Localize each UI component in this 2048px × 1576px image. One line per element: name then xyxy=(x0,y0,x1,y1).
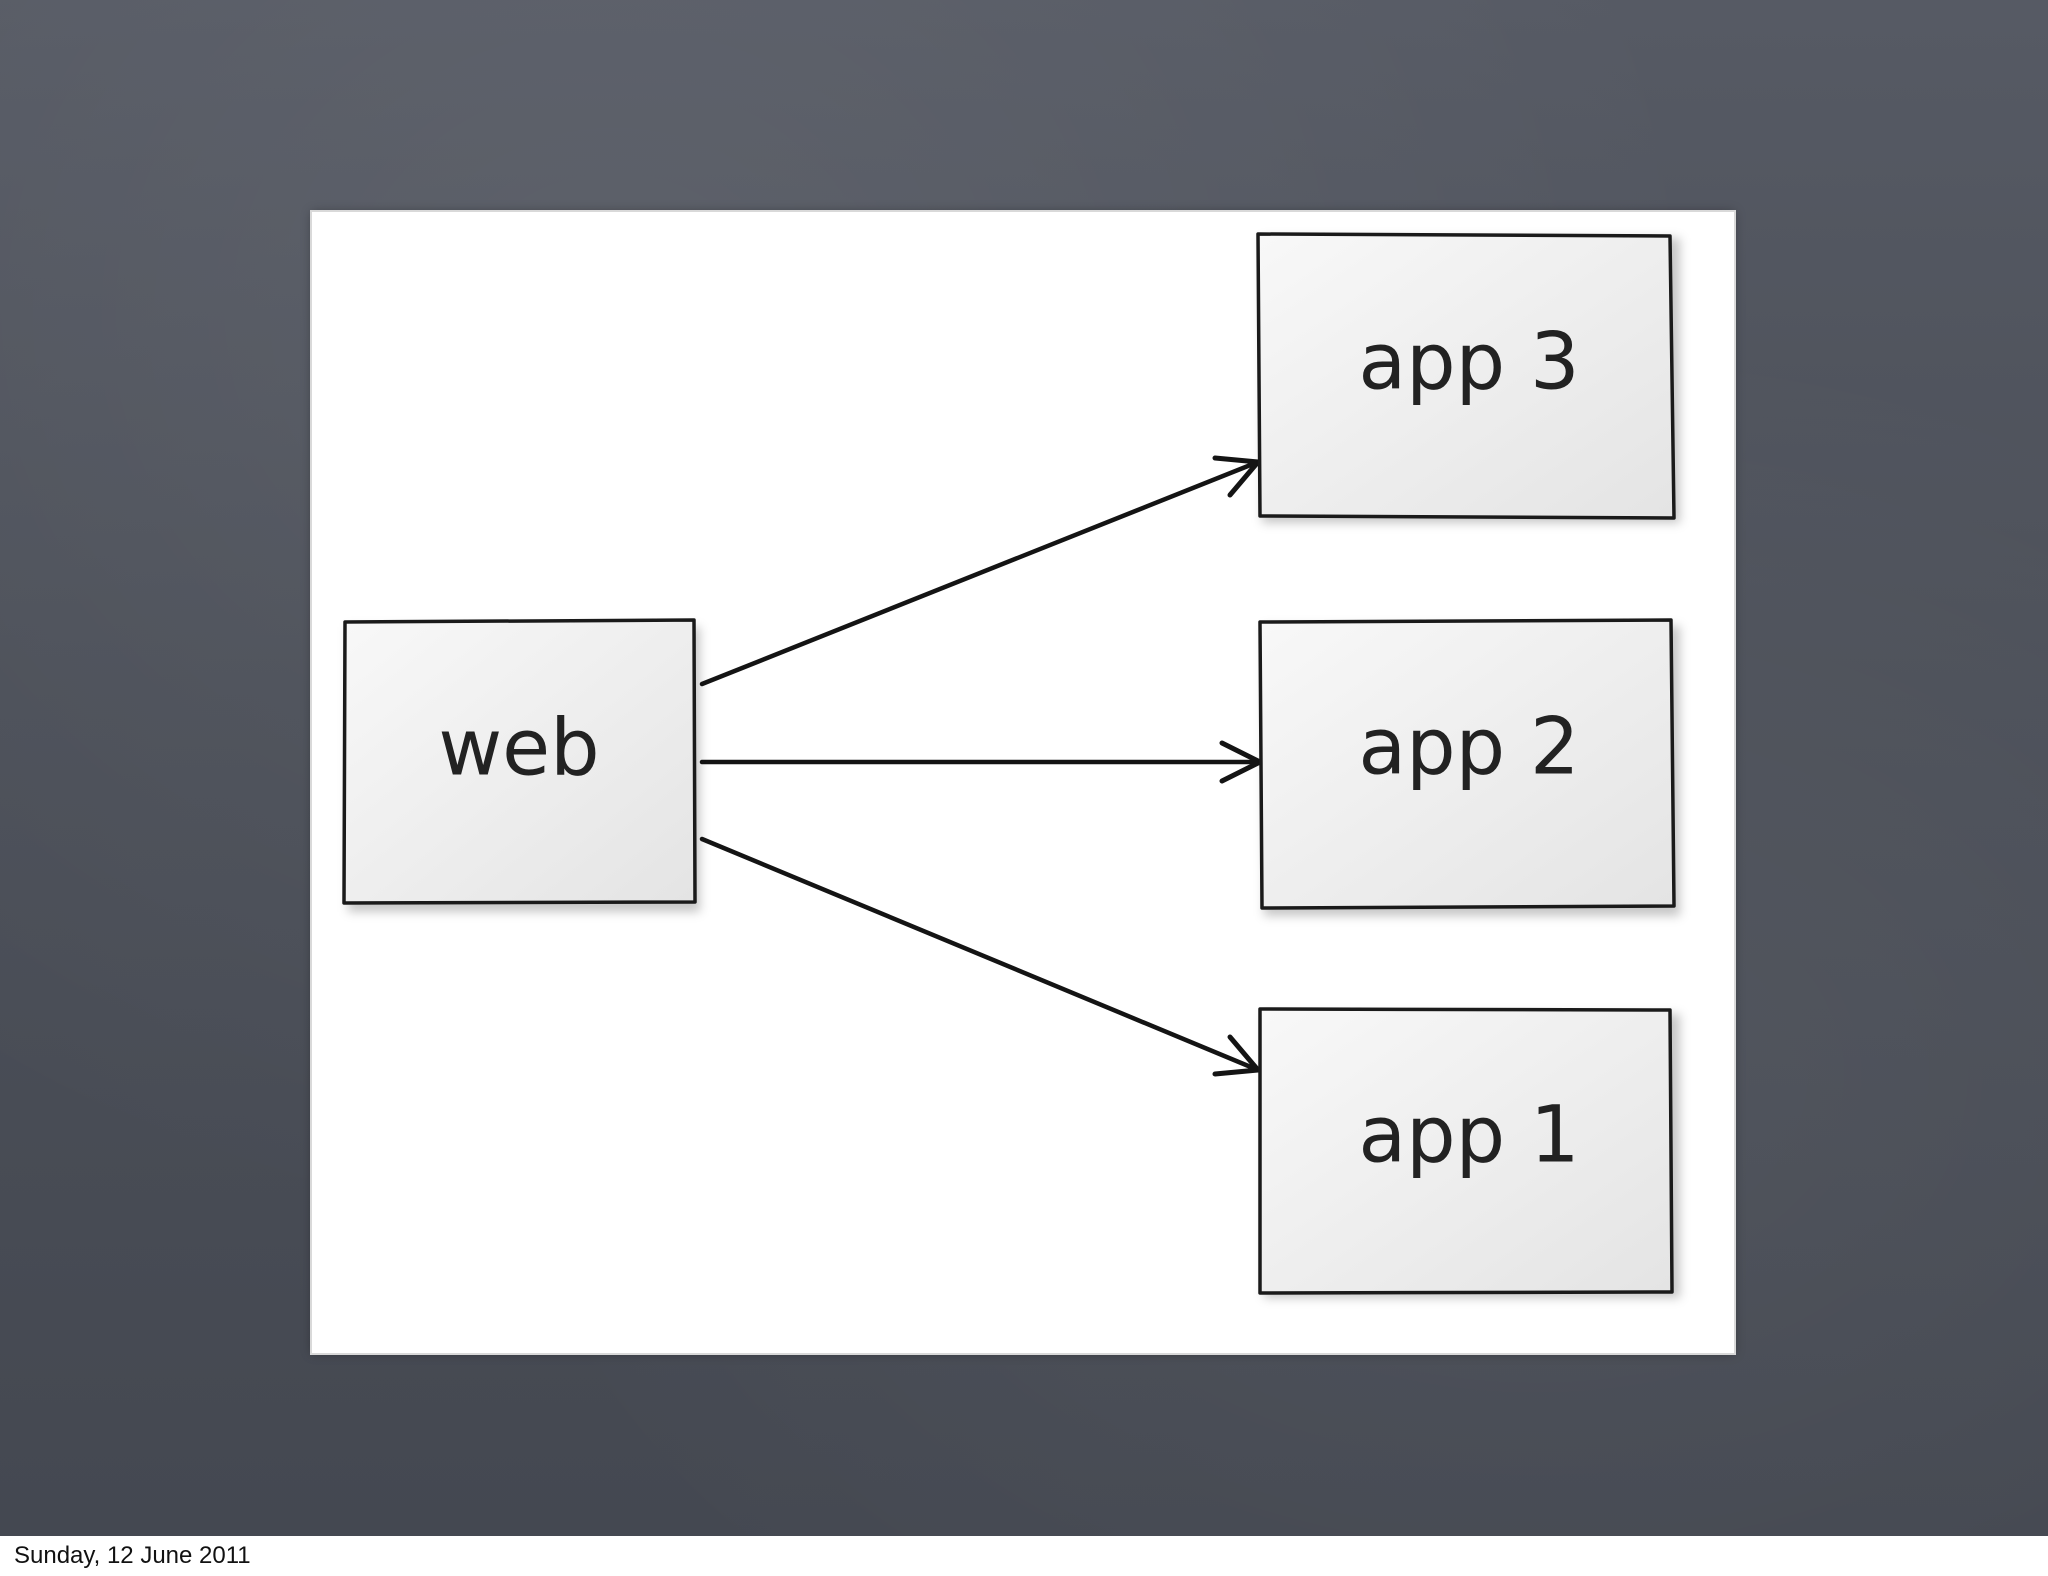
node-app2: app 2 xyxy=(1258,618,1680,916)
edge-web-to-app1 xyxy=(699,836,1261,1073)
node-app1-box xyxy=(1258,1007,1674,1295)
footer-date: Sunday, 12 June 2011 xyxy=(14,1542,251,1569)
node-app2-label: app 2 xyxy=(1358,702,1579,792)
edge-web-to-app3 xyxy=(699,459,1261,687)
arrowhead-app1 xyxy=(1212,1034,1261,1077)
node-web: web xyxy=(342,618,700,912)
diagram: web app 3 app 2 app 1 xyxy=(342,232,1680,1298)
node-app2-box xyxy=(1258,618,1676,910)
node-app3-box xyxy=(1256,232,1676,520)
node-app1-label: app 1 xyxy=(1358,1090,1579,1180)
diagram-card: web app 3 app 2 app 1 xyxy=(312,212,1734,1353)
node-app1: app 1 xyxy=(1258,1007,1680,1298)
node-app3: app 3 xyxy=(1256,232,1680,523)
slide-background: web app 3 app 2 app 1 xyxy=(0,0,2048,1536)
node-web-label: web xyxy=(438,703,599,793)
node-app3-label: app 3 xyxy=(1358,317,1579,407)
node-web-box xyxy=(342,618,697,905)
